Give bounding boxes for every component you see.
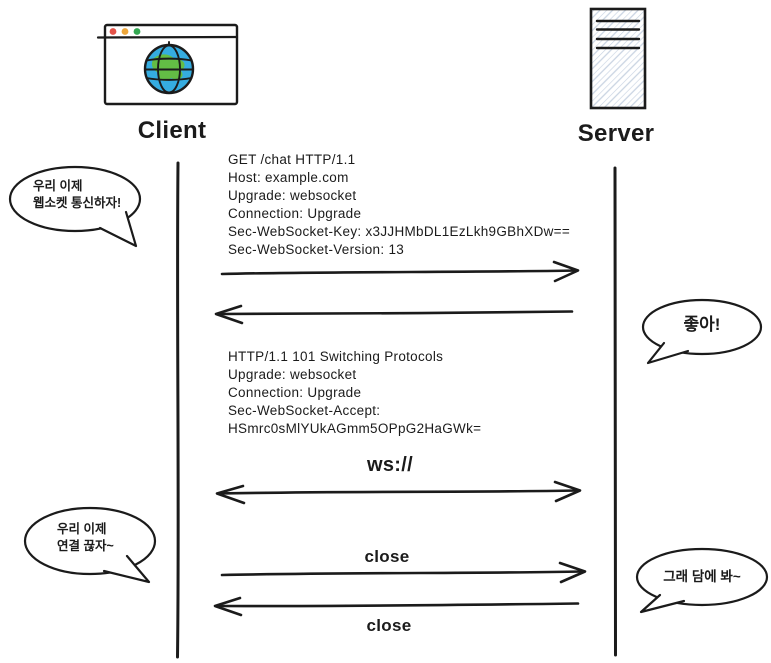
close-label-bottom: close xyxy=(366,616,412,635)
arrowhead-right-icon xyxy=(558,561,587,584)
close-arrow-server-to-client xyxy=(213,596,580,617)
arrowhead-right-icon xyxy=(553,480,582,503)
arrowhead-left-icon xyxy=(214,304,244,325)
globe-icon xyxy=(143,41,195,95)
arrowhead-left-icon xyxy=(215,484,246,505)
response-arrow xyxy=(214,304,574,325)
speech-bubble-server-ok: 좋아! xyxy=(683,315,721,334)
server-tower-icon xyxy=(589,7,647,110)
request-arrow xyxy=(220,260,580,283)
speech-bubble-server-bye: 그래 담에 봐~ xyxy=(663,569,741,584)
http-response-text: HTTP/1.1 101 Switching Protocols Upgrade… xyxy=(228,349,482,436)
browser-icon xyxy=(96,23,239,106)
speech-bubble-client-hello: 우리 이제 웹소켓 통신하자! xyxy=(33,179,122,210)
server-label: Server xyxy=(577,120,655,147)
server-lifeline xyxy=(613,166,617,657)
server-vents xyxy=(595,19,641,50)
window-dot-yellow-icon xyxy=(121,28,129,35)
arrowhead-left-icon xyxy=(213,596,243,617)
speech-bubble-client-bye: 우리 이제 연결 끊자~ xyxy=(57,522,114,553)
ws-channel-arrow xyxy=(215,480,582,505)
window-dot-green-icon xyxy=(133,28,141,35)
browser-titlebar xyxy=(96,35,239,39)
speech-bubble-shape-server-ok xyxy=(641,298,763,365)
speech-bubble-shape-client-hello xyxy=(8,165,142,248)
client-label: Client xyxy=(137,117,207,144)
http-request-text: GET /chat HTTP/1.1 Host: example.com Upg… xyxy=(228,152,571,257)
client-lifeline xyxy=(176,161,180,659)
close-label-top: close xyxy=(364,547,410,566)
close-arrow-client-to-server xyxy=(220,561,587,584)
arrowhead-right-icon xyxy=(552,260,580,283)
speech-bubble-shape-server-bye xyxy=(635,547,769,614)
window-dot-red-icon xyxy=(109,28,117,35)
speech-bubble-shape-client-bye xyxy=(23,506,157,584)
ws-channel-label: ws:// xyxy=(367,454,413,476)
